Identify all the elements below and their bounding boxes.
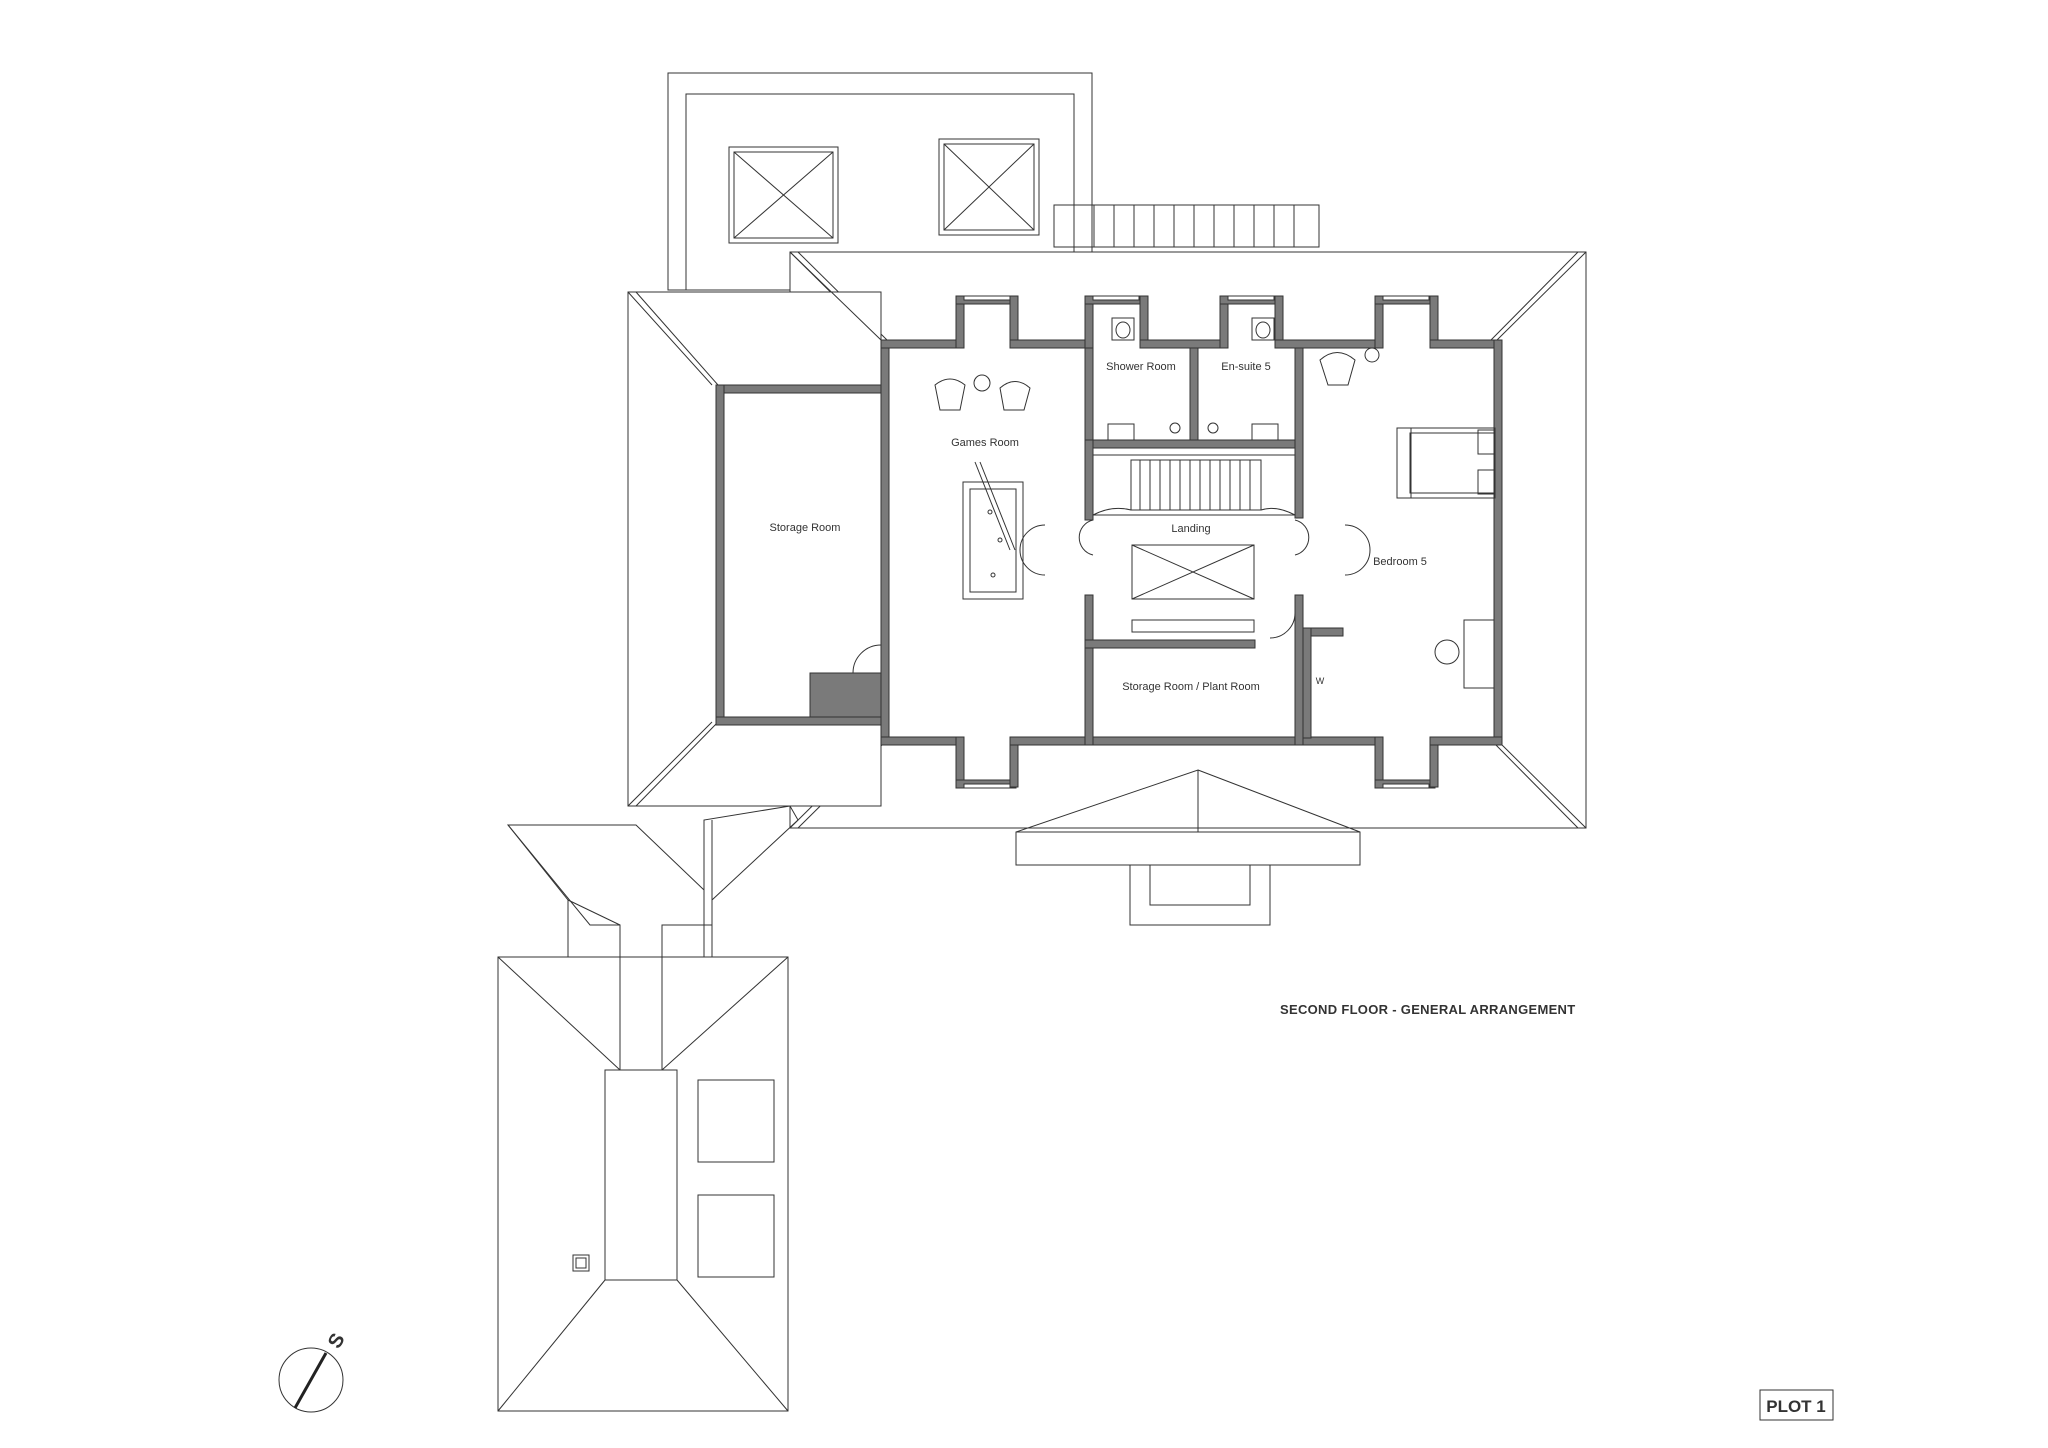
south-wing-roof: [497, 805, 799, 1412]
windows: [963, 295, 1430, 789]
entrance-canopy: [1015, 769, 1361, 926]
staircase: [1092, 454, 1296, 516]
drawing-title: SECOND FLOOR - GENERAL ARRANGEMENT: [1280, 1002, 1575, 1017]
balustrade: [1053, 204, 1320, 248]
snooker-table: [962, 461, 1024, 600]
label-bedroom: Bedroom 5: [1373, 556, 1427, 568]
north-arrow: S: [278, 1330, 350, 1413]
label-plant-room: Storage Room / Plant Room: [1122, 681, 1260, 693]
bed: [1396, 427, 1496, 499]
plot-badge: PLOT 1: [1759, 1389, 1834, 1421]
armchairs: [934, 347, 1380, 411]
room-labels: Storage Room Games Room Shower Room En-s…: [770, 361, 1427, 693]
label-games-room: Games Room: [951, 437, 1019, 449]
sanitaryware: [1107, 317, 1279, 441]
north-arrow-letter: S: [324, 1330, 350, 1353]
label-shower-room: Shower Room: [1106, 361, 1176, 373]
label-storage-room: Storage Room: [770, 522, 841, 534]
plot-label: PLOT 1: [1766, 1397, 1826, 1416]
rooflight-left: [728, 146, 839, 244]
doors: [852, 519, 1371, 674]
landing-rooflight: [1131, 544, 1255, 633]
label-wardrobe: W: [1316, 676, 1325, 686]
label-ensuite: En-suite 5: [1221, 361, 1271, 373]
label-landing: Landing: [1171, 523, 1210, 535]
desk: [1434, 619, 1495, 689]
rooflight-right: [938, 138, 1040, 236]
